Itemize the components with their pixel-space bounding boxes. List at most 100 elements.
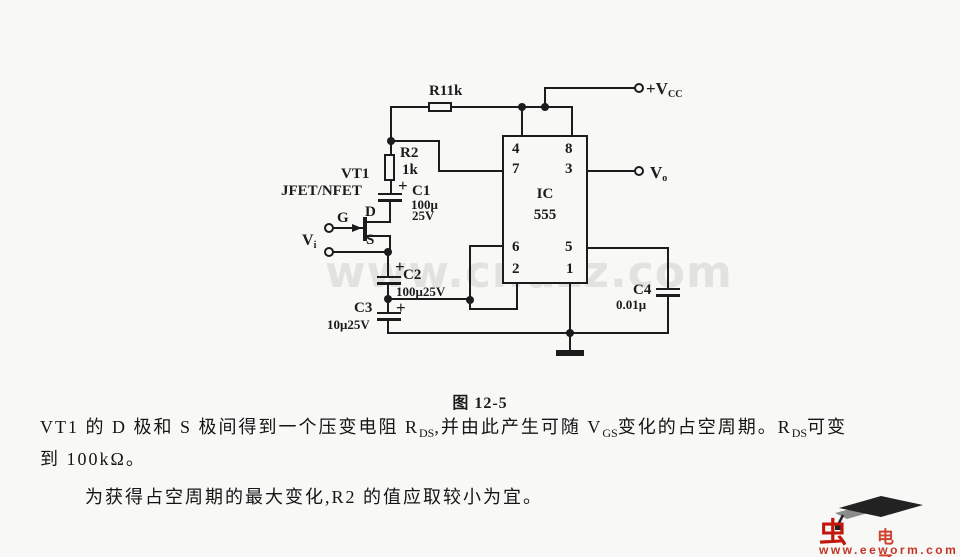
wire-vcc-riser (544, 87, 546, 108)
figure-caption: 图 12-5 (452, 395, 508, 412)
vo-subscript: o (662, 173, 668, 184)
capacitor-c1-plate (378, 193, 402, 195)
c4-value-label: 0.01μ (616, 297, 647, 312)
junction-dot (541, 103, 549, 111)
source-label: S (366, 232, 375, 248)
wire-gate (333, 227, 364, 229)
ic-pin2-label: 2 (512, 261, 520, 277)
vi-label: Vi (302, 232, 317, 251)
logo-site-text: 电子下载站 (877, 528, 894, 557)
capacitor-c2-plate (377, 276, 401, 278)
ic-model-label: 555 (533, 207, 557, 223)
p1-seg3: 变化的占空周期。R (617, 417, 792, 437)
r1-name: R1 (429, 83, 447, 99)
vo-label: Vo (650, 163, 668, 184)
p1-sub2: GS (602, 426, 618, 440)
ic555-box (502, 135, 588, 284)
wire-pin2-horizontal (469, 308, 518, 310)
c2-value-label: 100μ25V (396, 284, 446, 299)
ic-pin1-label: 1 (566, 261, 574, 277)
drain-label: D (365, 204, 376, 220)
paragraph-1-line-1: VT1 的 D 极和 S 极间得到一个压变电阻 RDS,并由此产生可随 VGS变… (40, 416, 848, 440)
ic-pin3-label: 3 (565, 161, 573, 177)
junction-dot (566, 329, 574, 337)
r1-label: R11k (429, 84, 462, 99)
ic-pin7-label: 7 (512, 161, 520, 177)
junction-dot (466, 296, 474, 304)
c1-value-line1: 100μ (411, 197, 438, 212)
wire-bottom-rail (387, 332, 669, 334)
wire-vi-bottom (333, 251, 389, 253)
resistor-r1-body (428, 102, 452, 112)
c1-name-label: C1 (412, 183, 431, 199)
wire-c2-top (387, 251, 389, 277)
gate-label: G (337, 210, 349, 226)
wire-source-horizontal (366, 235, 391, 237)
wire-c2-bottom (387, 284, 389, 300)
c1-plus-sign: + (398, 176, 408, 195)
wire-node-to-pin7-a (390, 140, 440, 142)
capacitor-c4-plate (656, 288, 680, 290)
wire-c3-top (387, 298, 389, 313)
wire-c1-to-drain (389, 201, 391, 222)
ic-pin4-label: 4 (512, 141, 520, 157)
capacitor-c2-plate (377, 282, 401, 285)
p1-seg1: VT1 的 D 极和 S 极间得到一个压变电阻 R (40, 417, 420, 437)
wire-node-to-pin7-c (438, 170, 504, 172)
junction-dot (384, 248, 392, 256)
wire-pin8-drop (571, 106, 573, 137)
wire-top-rail (391, 106, 573, 108)
capacitor-c4-plate (656, 294, 680, 297)
c3-name-label: C3 (354, 300, 373, 316)
vo-terminal (634, 166, 644, 176)
wire-pin4-drop (521, 106, 523, 137)
wire-c3-bottom (387, 320, 389, 334)
wire-pin3-output (588, 170, 636, 172)
p1-sub1: DS (419, 426, 435, 440)
wire-pin6-stub (469, 245, 505, 247)
junction-dot (518, 103, 526, 111)
graduation-cap-icon (835, 496, 923, 530)
wire-source-drop (389, 235, 391, 253)
c3-value-label: 10μ25V (327, 317, 370, 332)
r2-name-label: R2 (400, 145, 419, 161)
vcc-subscript: CC (667, 89, 683, 100)
p1-sub3: DS (791, 426, 808, 440)
wire-pin6-vertical (469, 245, 471, 310)
p1-seg2: ,并由此产生可随 V (434, 417, 603, 437)
vi-subscript: i (313, 240, 317, 251)
capacitor-c3-plate (377, 312, 401, 314)
vi-terminal-top (324, 223, 334, 233)
ic-pin6-label: 6 (512, 239, 520, 255)
wire-pin5 (588, 247, 669, 249)
ic-pin8-label: 8 (565, 141, 573, 157)
jfet-channel-bar (363, 217, 367, 241)
junction-dot (387, 137, 395, 145)
wire-c4-bottom (667, 296, 669, 334)
vo-base: V (650, 163, 663, 182)
wire-pin2-vertical (516, 283, 518, 310)
vi-base: V (302, 232, 314, 249)
r1-value: 1k (446, 83, 463, 99)
p1-seg4: 可变 (807, 417, 848, 437)
wire-c4-top (667, 247, 669, 289)
wire-vcc-horizontal (544, 87, 636, 89)
wire-pin1-ground (569, 283, 571, 352)
vcc-prefix: +V (646, 79, 668, 98)
capacitor-c3-plate (377, 318, 401, 321)
ground-icon (556, 350, 584, 356)
jfet-gate-arrow-icon (352, 224, 362, 232)
c3-plus-sign: + (396, 298, 406, 317)
c1-value-line2: 25V (412, 208, 435, 223)
wire-node-to-pin6 (387, 298, 471, 300)
r2-value-label: 1k (402, 162, 418, 178)
vt1-type-label: JFET/NFET (281, 183, 362, 199)
vcc-terminal (634, 83, 644, 93)
resistor-r2-body (384, 154, 395, 181)
vt1-name-label: VT1 (341, 166, 370, 182)
vcc-label: +VCC (646, 79, 683, 100)
logo-url-text: www.eeworm.com (819, 543, 959, 557)
wire-node-to-pin7-b (438, 140, 440, 172)
